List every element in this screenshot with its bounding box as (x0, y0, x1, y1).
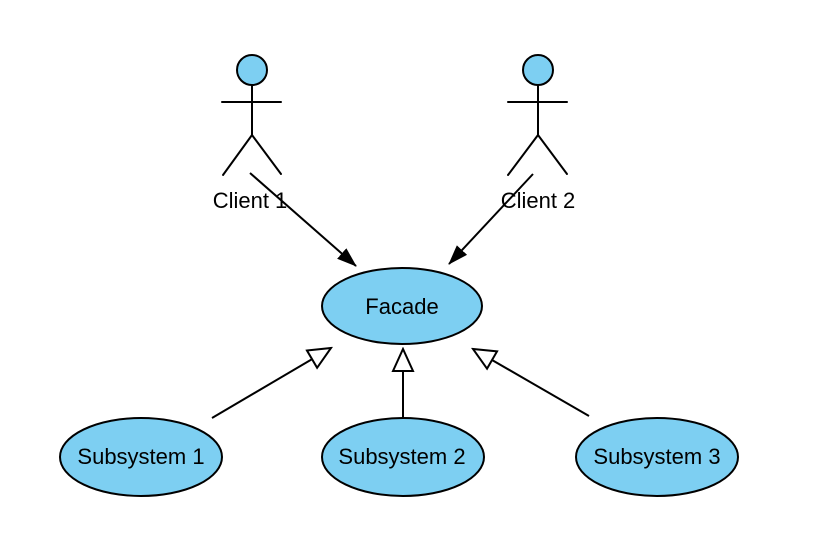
actor-leg-left (222, 134, 253, 176)
node-label: Subsystem 2 (338, 444, 465, 469)
actor-leg-right (537, 134, 568, 175)
node-ellipse (59, 417, 223, 497)
actor-head (522, 54, 554, 86)
node-label: Subsystem 3 (593, 444, 720, 469)
node-subsystem-3: Subsystem 3 (575, 417, 739, 497)
actor-leg-left (507, 134, 539, 176)
edges-layer (211, 172, 590, 419)
node-ellipse (321, 417, 485, 497)
node-ellipse (321, 267, 483, 345)
actor-label: Client 2 (501, 188, 576, 213)
actor-head (236, 54, 268, 86)
node-facade: Facade (321, 267, 483, 345)
node-label: Facade (365, 294, 438, 319)
actor-label: Client 1 (213, 188, 288, 213)
actor-leg-right (251, 134, 282, 175)
node-label: Subsystem 1 (77, 444, 204, 469)
node-ellipse (575, 417, 739, 497)
node-subsystem-1: Subsystem 1 (59, 417, 223, 497)
node-subsystem-2: Subsystem 2 (321, 417, 485, 497)
edge-client2-to-facade (448, 173, 534, 265)
edge-subsystem3-to-facade (473, 349, 590, 417)
actor-client-1: Client 1 (213, 54, 288, 213)
edge-client1-to-facade (249, 172, 357, 267)
actor-client-2: Client 2 (501, 54, 576, 213)
edge-subsystem1-to-facade (211, 348, 331, 419)
